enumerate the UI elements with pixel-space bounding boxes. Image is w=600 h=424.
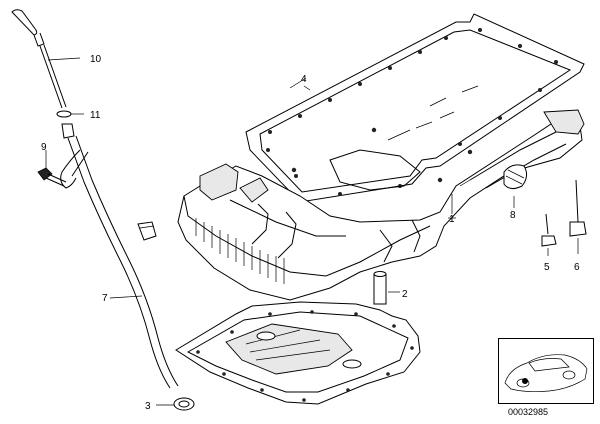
callout-1: 1 xyxy=(449,214,455,225)
oil-pan-gasket xyxy=(245,13,585,203)
callout-9: 9 xyxy=(41,142,47,153)
callout-8: 8 xyxy=(510,210,516,221)
callout-3-bottom: 3 xyxy=(145,401,151,412)
callout-5: 5 xyxy=(544,262,550,273)
dipstick xyxy=(11,9,81,109)
oil-pan-upper-section xyxy=(177,85,585,301)
oil-pan-lower-section xyxy=(175,301,421,405)
bolt-5 xyxy=(541,213,557,256)
guide-tube xyxy=(60,123,179,389)
callout-11: 11 xyxy=(90,110,101,121)
callout-6: 6 xyxy=(574,262,580,273)
oil-filler-cap xyxy=(503,164,528,208)
callout-4: 4 xyxy=(301,74,307,85)
callout-7: 7 xyxy=(102,293,108,304)
sleeve xyxy=(373,271,400,305)
vehicle-location-thumbnail xyxy=(498,338,594,404)
callout-10: 10 xyxy=(90,54,102,65)
bolt-6 xyxy=(569,179,587,254)
bolt-small xyxy=(37,150,67,187)
sealing-ring xyxy=(156,397,195,411)
reference-code: 00032985 xyxy=(508,407,549,417)
seal-ring xyxy=(56,110,84,118)
car-outline-icon xyxy=(504,354,588,393)
callout-2: 2 xyxy=(402,289,408,300)
